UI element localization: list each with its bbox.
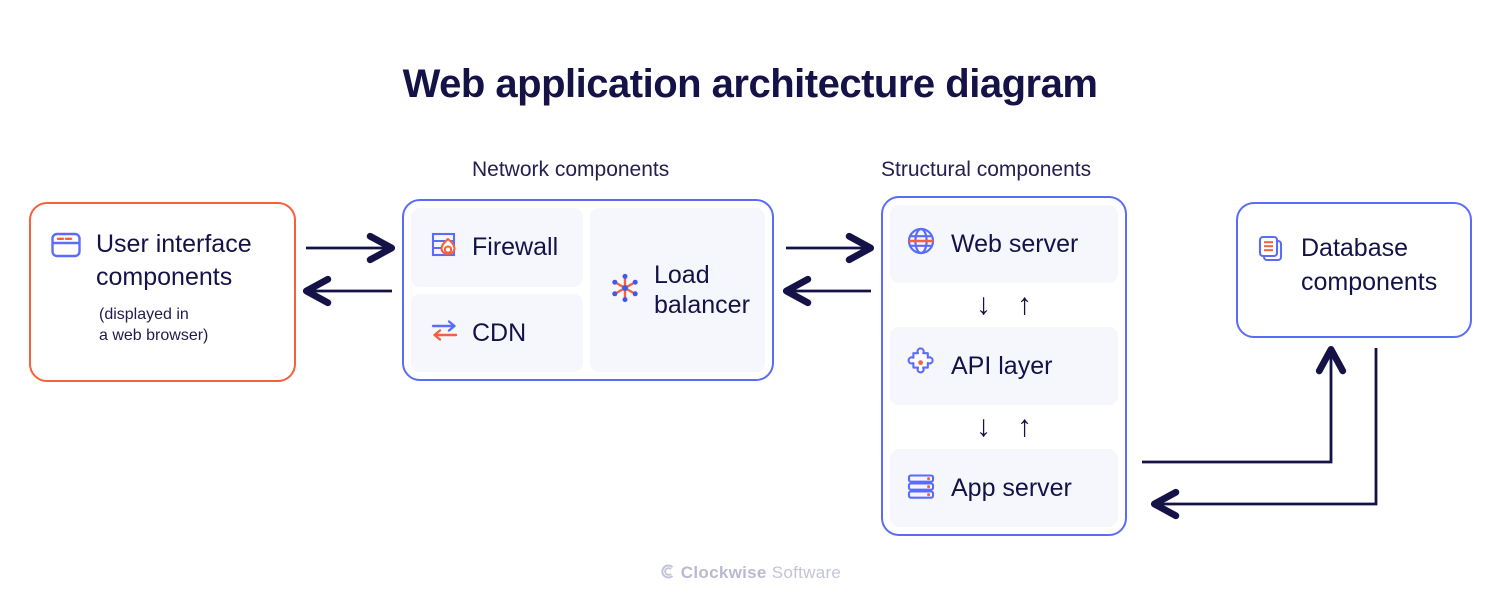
network-item-load-balancer-label: Load balancer xyxy=(654,260,750,320)
arrow-down-icon: ↓ xyxy=(976,287,991,321)
flow-arrows-api-to-app: ↓ ↑ xyxy=(890,405,1118,450)
firewall-icon xyxy=(429,229,461,266)
user-interface-components-box[interactable]: User interface components (displayed in … xyxy=(29,202,296,382)
watermark: Clockwise Software xyxy=(0,563,1500,585)
server-stack-icon xyxy=(904,469,938,508)
database-title-line1: Database xyxy=(1301,234,1409,262)
load-balancer-icon xyxy=(608,271,642,310)
structural-item-web-server-label: Web server xyxy=(951,229,1079,258)
network-item-firewall[interactable]: Firewall xyxy=(411,208,583,287)
clockwise-swirl-icon xyxy=(659,563,676,585)
database-title-line2: components xyxy=(1301,267,1438,296)
database-title: Database components xyxy=(1301,232,1437,299)
structural-components-box[interactable]: Web server ↓ ↑ API layer ↓ ↑ xyxy=(881,196,1127,536)
network-components-box[interactable]: Firewall CDN xyxy=(402,199,774,381)
arrow-down-icon: ↓ xyxy=(976,410,991,444)
watermark-suffix: Software xyxy=(771,563,842,582)
documents-icon xyxy=(1254,232,1288,271)
network-item-cdn-label: CDN xyxy=(472,318,527,347)
page-title: Web application architecture diagram xyxy=(402,62,1098,106)
puzzle-piece-icon xyxy=(904,346,938,385)
arrow-app-server-to-database xyxy=(1142,345,1347,464)
database-components-box[interactable]: Database components xyxy=(1236,202,1472,338)
arrow-up-icon: ↑ xyxy=(1017,410,1032,444)
section-label-structural: Structural components xyxy=(881,158,1092,181)
network-item-cdn[interactable]: CDN xyxy=(411,293,583,372)
watermark-brand: Clockwise xyxy=(680,563,767,582)
user-interface-title: User interface components xyxy=(96,230,252,292)
network-item-load-balancer[interactable]: Load balancer xyxy=(590,208,765,372)
user-interface-subtitle-line1: (displayed in xyxy=(99,305,189,323)
user-interface-subtitle-line2: a web browser) xyxy=(99,327,209,345)
browser-window-icon xyxy=(49,228,83,267)
structural-item-api-layer[interactable]: API layer xyxy=(890,327,1118,405)
section-label-network: Network components xyxy=(472,158,670,181)
arrow-up-icon: ↑ xyxy=(1017,287,1032,321)
globe-icon xyxy=(904,224,938,263)
structural-item-web-server[interactable]: Web server xyxy=(890,205,1118,283)
network-item-firewall-label: Firewall xyxy=(472,233,559,261)
structural-item-app-server[interactable]: App server xyxy=(890,449,1118,527)
cdn-icon xyxy=(429,314,461,351)
flow-arrows-web-to-api: ↓ ↑ xyxy=(890,283,1118,328)
arrow-database-to-app-server xyxy=(1150,348,1378,520)
structural-item-api-layer-label: API layer xyxy=(951,351,1053,380)
structural-item-app-server-label: App server xyxy=(951,473,1072,502)
